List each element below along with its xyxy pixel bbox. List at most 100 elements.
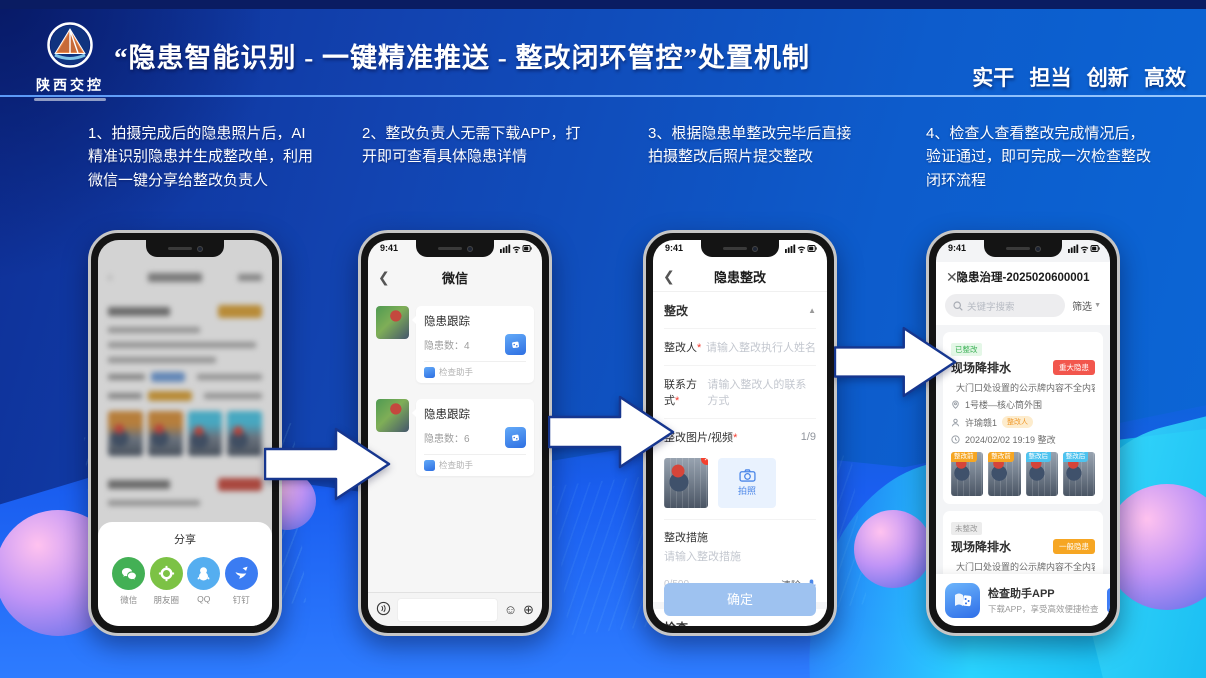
decor-sphere xyxy=(854,510,932,588)
status-time: 9:41 xyxy=(665,243,684,253)
field-media: 整改图片/视频* 1/9 xyxy=(664,431,816,444)
header-divider xyxy=(0,95,1206,97)
blurred-app-list: ‹ xyxy=(98,240,272,626)
step-1-text: 1、拍摄完成后的隐患照片后，AI精准识别隐患并生成整改单，利用微信一键分享给整改… xyxy=(88,125,314,189)
field-contact[interactable]: 联系方式* 请输入整改人的联系方式 xyxy=(664,366,816,419)
wechat-navbar: ❮ 微信 xyxy=(368,262,542,292)
hazard-level-badge: 重大隐患 xyxy=(1053,360,1095,375)
hazard-photo[interactable]: 整改后 xyxy=(1025,452,1058,496)
share-option-moments[interactable]: 朋友圈 xyxy=(148,557,186,606)
status-icons xyxy=(500,244,532,253)
rectifier-name: 许瑜赣1 xyxy=(965,417,998,428)
hazard-photo[interactable]: 整改前 xyxy=(951,452,984,496)
take-photo-button[interactable]: 拍照 xyxy=(718,458,776,508)
message-source: 检查助手 xyxy=(439,460,474,470)
share-sheet-title: 分享 xyxy=(174,534,196,546)
measures-placeholder[interactable]: 请输入整改措施 xyxy=(664,551,741,563)
filter-button[interactable]: 筛选 ▼ xyxy=(1072,302,1101,313)
logo-subtext xyxy=(34,98,106,101)
measures-label: 整改措施 xyxy=(664,532,708,544)
media-count: 1/9 xyxy=(800,431,816,443)
wechat-title: 微信 xyxy=(441,270,468,286)
contact-placeholder: 请输入整改人的联系方式 xyxy=(707,379,807,407)
moments-icon xyxy=(149,557,183,590)
search-icon xyxy=(953,300,963,311)
status-icons xyxy=(1068,244,1100,253)
message-card-title: 隐患跟踪 xyxy=(424,409,470,421)
flow-arrow-3 xyxy=(834,326,957,398)
message-source: 检查助手 xyxy=(439,367,474,377)
field-rectifier[interactable]: 整改人* 请输入整改执行人姓名 xyxy=(664,329,816,366)
rectify-title: 隐患整改 xyxy=(713,270,766,285)
hazard-title: 现场降排水 xyxy=(951,361,1012,375)
person-icon xyxy=(951,418,960,426)
inspect-app-mini-icon xyxy=(424,366,435,378)
status-time: 9:41 xyxy=(380,243,399,253)
hazard-desc: 大门口处设置的公示牌内容不全内容不全显... xyxy=(956,561,1095,572)
hazard-photo[interactable]: 整改前 xyxy=(988,452,1021,496)
logo-text: 陕西交控 xyxy=(36,77,104,93)
hazard-title: 现场降排水 xyxy=(951,540,1012,554)
hazard-level-badge: 一般隐患 xyxy=(1053,539,1095,554)
phone-4: 9:41 ✕ 隐患治理-2025020600001 关键字搜索 筛选 ▼ xyxy=(926,230,1120,636)
phone-3: 9:41 ❮ 隐患整改 整改 ▲ 整改人* 请输入整改执行人姓名 联系方式* xyxy=(643,230,837,636)
hazard-photo[interactable]: 整改后 xyxy=(1062,452,1095,496)
share-option-qq[interactable]: QQ xyxy=(185,557,223,606)
inspect-app-icon xyxy=(505,334,526,355)
inspect-app-mini-icon xyxy=(424,459,435,471)
voice-icon[interactable] xyxy=(376,601,391,618)
uploaded-photo[interactable]: ✕ xyxy=(664,458,708,508)
message-card-title: 隐患跟踪 xyxy=(424,316,470,328)
camera-icon xyxy=(738,469,756,482)
banner-subtitle: 下载APP，享受高效便捷检查 xyxy=(988,604,1099,614)
chevron-up-icon: ▲ xyxy=(808,623,816,626)
treatment-title: 隐患治理-2025020600001 xyxy=(956,272,1090,284)
hazard-location: 1号楼—核心筒外围 xyxy=(965,400,1043,410)
dingtalk-icon xyxy=(224,557,258,590)
avatar xyxy=(376,399,409,432)
decor-sphere xyxy=(1104,484,1206,610)
top-strip xyxy=(0,0,1206,9)
status-badge: 已整改 xyxy=(951,343,982,356)
close-icon[interactable]: ✕ xyxy=(946,268,958,285)
chat-text-input[interactable] xyxy=(397,597,498,622)
treatment-navbar: ✕ 隐患治理-2025020600001 xyxy=(936,262,1110,292)
rectifier-placeholder: 请输入整改执行人姓名 xyxy=(706,342,816,354)
search-input[interactable]: 关键字搜索 xyxy=(945,294,1066,317)
share-option-wechat[interactable]: 微信 xyxy=(110,557,148,606)
download-button[interactable]: 下载 xyxy=(1106,587,1110,613)
delete-photo-icon[interactable]: ✕ xyxy=(701,458,708,465)
phone-2-screen: 9:41 ❮ 微信 隐患跟踪 隐患数：4 检查助手 xyxy=(368,240,542,626)
phone-3-screen: 9:41 ❮ 隐患整改 整改 ▲ 整改人* 请输入整改执行人姓名 联系方式* xyxy=(653,240,827,626)
share-option-dingtalk[interactable]: 钉钉 xyxy=(223,557,261,606)
hazard-desc: 大门口处设置的公示牌内容不全内容不全显... xyxy=(956,382,1095,393)
plus-icon[interactable]: ⊕ xyxy=(523,602,534,617)
flow-arrow-2 xyxy=(548,395,675,469)
phone-4-screen: 9:41 ✕ 隐患治理-2025020600001 关键字搜索 筛选 ▼ xyxy=(936,240,1110,626)
clock-icon xyxy=(951,435,960,444)
emoji-icon[interactable]: ☺ xyxy=(503,602,518,617)
share-sheet: 分享 微信 朋友圈 xyxy=(98,522,272,626)
company-logo: 陕西交控 xyxy=(30,22,110,101)
chevron-down-icon: ▼ xyxy=(1094,302,1101,309)
wechat-icon xyxy=(112,557,146,590)
section-check[interactable]: 检查 ▲ xyxy=(664,609,816,626)
required-mark: * xyxy=(733,432,738,444)
hazard-card-1[interactable]: 已整改 现场降排水 重大隐患 大门口处设置的公示牌内容不全内容不全显... 1号… xyxy=(943,332,1103,504)
status-badge: 未整改 xyxy=(951,522,982,535)
rectifier-tag: 整改人 xyxy=(1002,416,1034,428)
banner-title: 检查助手APP xyxy=(988,588,1055,600)
back-icon[interactable]: ❮ xyxy=(663,268,675,284)
chat-message-1[interactable]: 隐患跟踪 隐患数：4 检查助手 xyxy=(368,306,542,383)
app-download-banner: 检查助手APP 下载APP，享受高效便捷检查 下载 xyxy=(936,574,1110,626)
phone-1-screen: ‹ xyxy=(98,240,272,626)
required-mark: * xyxy=(675,395,680,407)
location-icon xyxy=(952,400,959,409)
inspect-app-icon xyxy=(945,582,980,618)
confirm-button[interactable]: 确定 xyxy=(664,583,816,616)
chat-message-2[interactable]: 隐患跟踪 隐患数：6 检查助手 xyxy=(368,399,542,476)
status-icons xyxy=(785,244,817,253)
back-icon[interactable]: ❮ xyxy=(378,268,390,285)
section-rectify[interactable]: 整改 ▲ xyxy=(664,292,816,329)
